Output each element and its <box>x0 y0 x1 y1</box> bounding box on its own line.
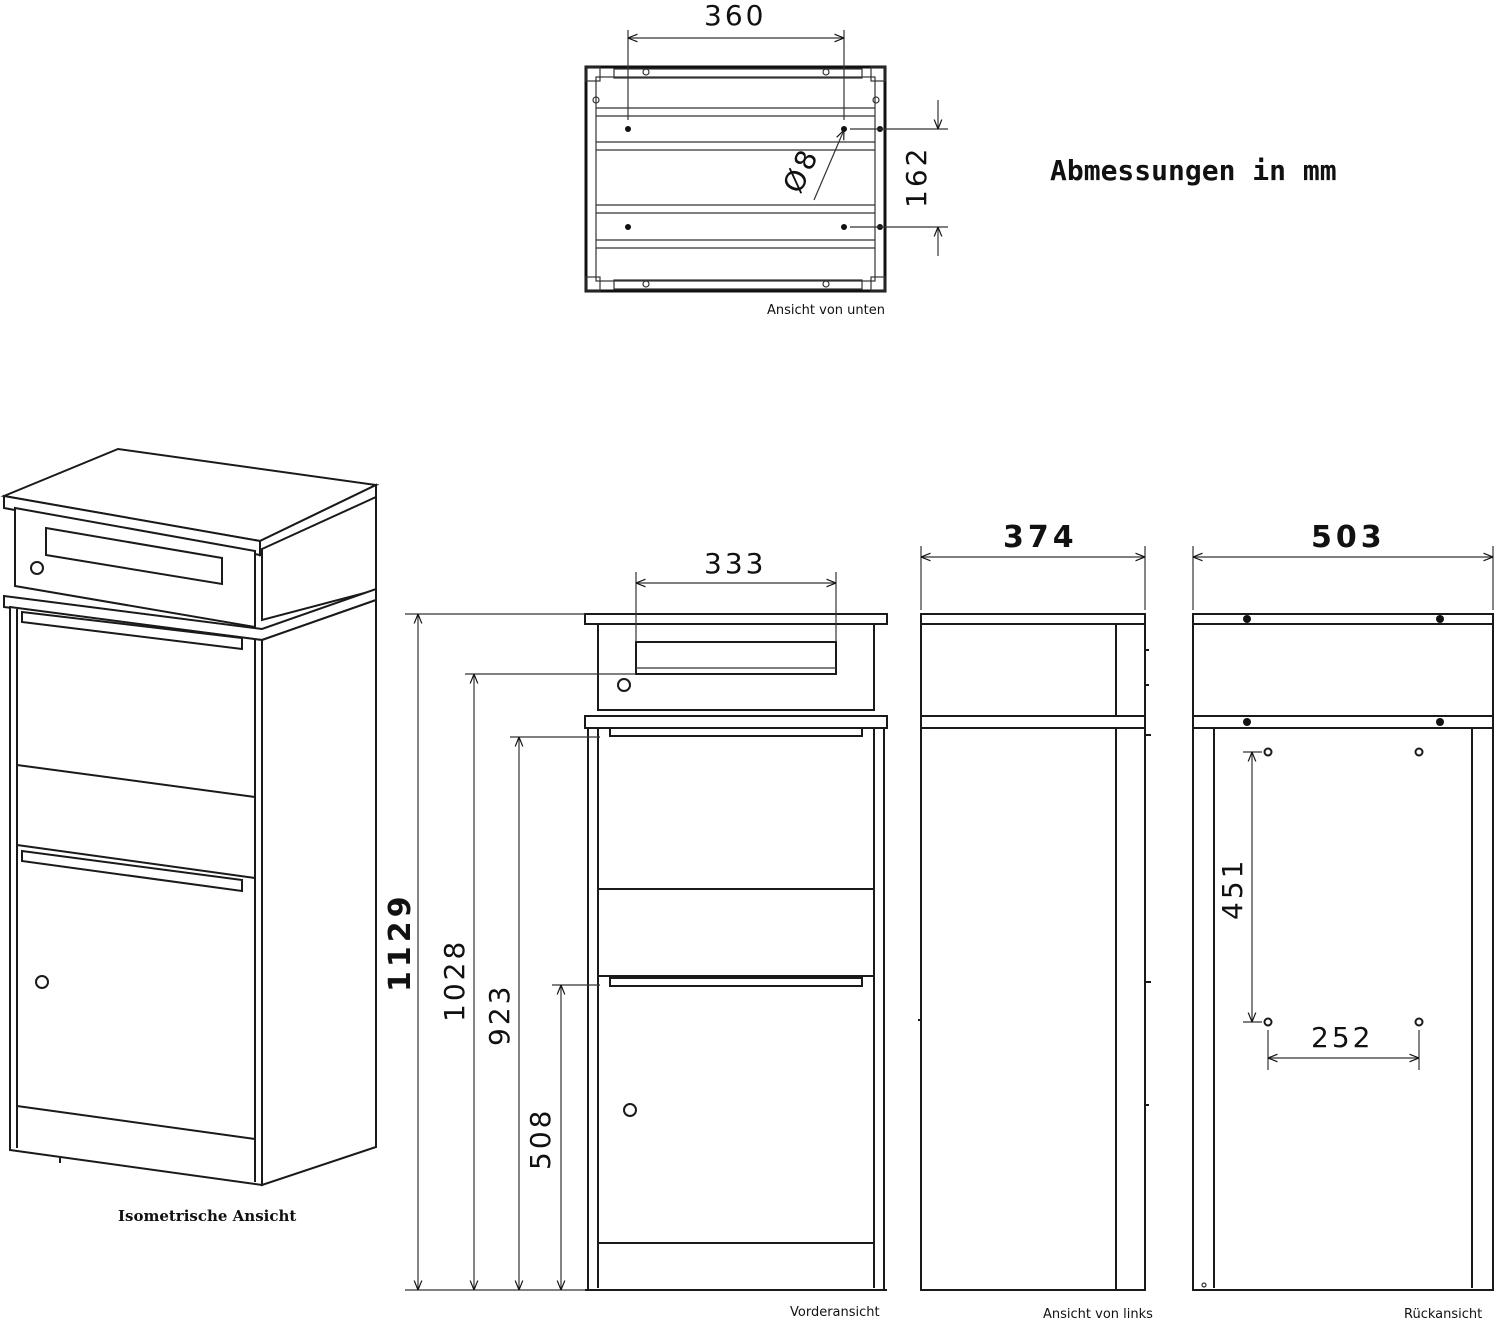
left-view-caption: Ansicht von links <box>1043 1307 1153 1322</box>
dimensions-title: Abmessungen in mm <box>1050 154 1337 187</box>
back-hole-horizontal-label: 252 <box>1311 1021 1373 1054</box>
bottom-width-label: 360 <box>704 0 766 32</box>
front-total-height-label: 1129 <box>383 893 418 993</box>
front-view-caption: Vorderansicht <box>790 1305 880 1320</box>
back-view: 503 451 252 Rückansicht <box>1192 520 1494 1322</box>
isometric-view: Isometrische Ansicht <box>0 447 380 1225</box>
left-depth-label: 374 <box>1003 520 1078 555</box>
back-width-label: 503 <box>1311 520 1386 555</box>
front-door1-height-label: 923 <box>483 984 516 1046</box>
front-door2-height-label: 508 <box>524 1108 557 1170</box>
bottom-view-caption: Ansicht von unten <box>767 303 885 318</box>
front-view: 333 1129 1028 923 508 Vorderansicht <box>383 547 888 1320</box>
left-view: 374 Ansicht von links <box>918 520 1153 1322</box>
isometric-caption: Isometrische Ansicht <box>118 1207 296 1225</box>
front-slot-height-label: 1028 <box>438 939 471 1022</box>
back-hole-vertical-label: 451 <box>1216 858 1249 920</box>
bottom-depth-label: 162 <box>900 146 933 208</box>
bottom-view: 360 162 Ø8 Ansicht von unten <box>584 0 948 318</box>
back-view-caption: Rückansicht <box>1404 1307 1482 1322</box>
front-slot-width-label: 333 <box>704 547 766 580</box>
